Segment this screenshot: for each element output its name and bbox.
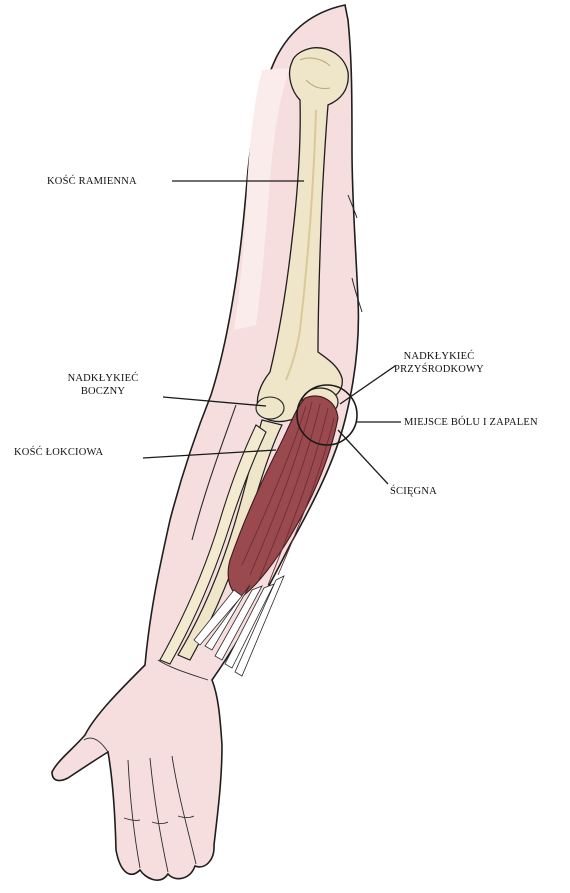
label-pain-site: MIEJSCE BÓLU I ZAPALEN — [404, 416, 538, 429]
lateral-epicondyle-bone — [256, 397, 284, 419]
label-lateral-epicondyle: NADKŁYKIEĆ BOCZNY — [48, 372, 158, 398]
leader-line-tendons — [338, 430, 388, 484]
label-ulna: KOŚĆ ŁOKCIOWA — [14, 446, 103, 459]
label-medial-epicondyle-line1: NADKŁYKIEĆ — [384, 350, 494, 363]
label-humerus: KOŚĆ RAMIENNA — [47, 175, 137, 188]
label-medial-epicondyle: NADKŁYKIEĆ PRZYŚRODKOWY — [384, 350, 494, 376]
label-lateral-epicondyle-line2: BOCZNY — [48, 385, 158, 398]
label-tendons: ŚCIĘGNA — [390, 485, 437, 498]
label-medial-epicondyle-line2: PRZYŚRODKOWY — [384, 363, 494, 376]
label-lateral-epicondyle-line1: NADKŁYKIEĆ — [48, 372, 158, 385]
